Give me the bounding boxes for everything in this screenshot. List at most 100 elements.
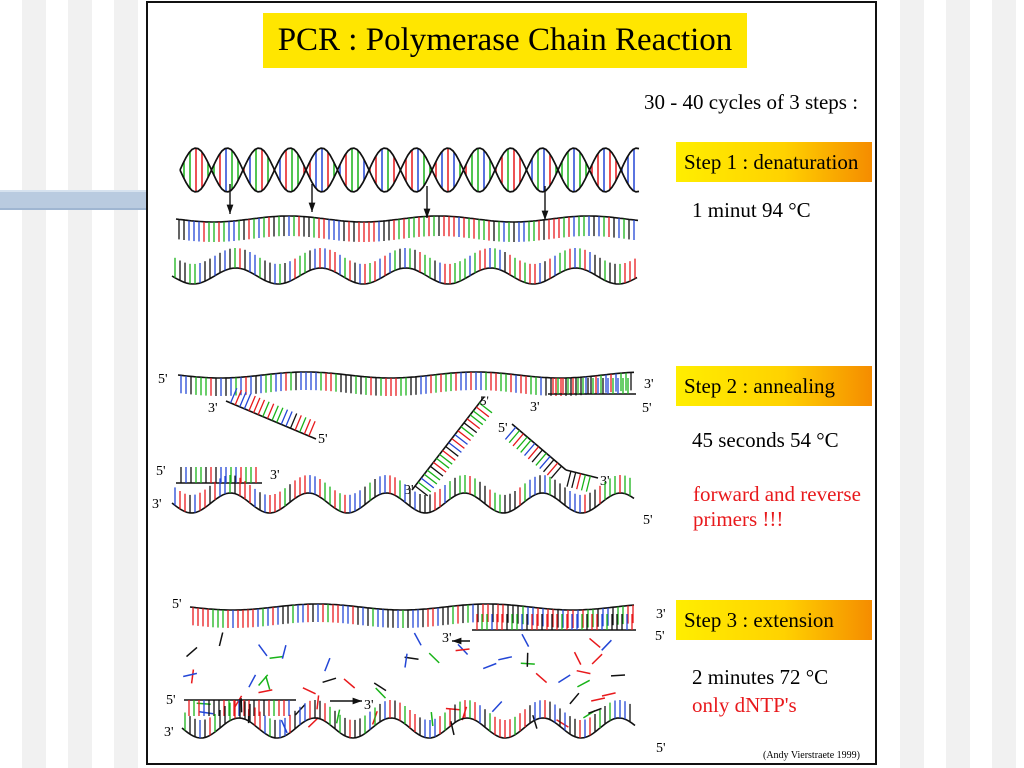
free-dntp [577,679,591,688]
separation-arrow-head [541,210,549,220]
free-dntp [498,656,513,661]
free-dntp [335,709,341,724]
step2-note-line1: forward and reverse [693,482,861,506]
end-label: 3' [442,631,452,646]
free-primer-falling-base [539,455,551,470]
free-dntp [280,719,288,734]
step2-conditions: 45 seconds 54 °C [692,428,839,452]
free-dntp [186,646,198,658]
free-dntp [265,675,271,690]
extension-template-top-backbone [189,603,635,611]
free-dntp [482,662,497,670]
free-primer-falling-base [516,436,528,450]
free-dntp [281,645,287,659]
free-dntp [199,711,214,715]
free-dntp [258,689,273,694]
primer-left-top-base [299,417,307,433]
free-dntp [430,712,434,727]
free-primer-falling-base [524,443,536,457]
primer-left-top-base [262,401,270,417]
separation-arrow-head [308,202,316,212]
end-label: 5' [656,741,666,756]
separation-arrow-head [423,208,431,218]
end-label: 3' [164,725,174,740]
primer-left-top-base [271,405,279,421]
free-primer-rising-base [457,430,471,442]
primer-left-top-base [303,419,312,435]
free-primer-falling-base [531,449,543,463]
free-dntp [589,637,601,648]
background-stripes-left [0,0,146,768]
free-primer-rising-base [463,422,478,434]
primer-left-top-base [280,409,289,425]
free-dntp [248,674,257,688]
primer-left-top-base [234,389,242,406]
cycles-subtitle: 30 - 40 cycles of 3 steps : [644,90,859,114]
title-text: PCR : Polymerase Chain Reaction [277,22,733,58]
free-primer-falling-base [535,452,547,466]
free-primer-falling-backbone [511,423,567,471]
free-dntp [455,648,470,652]
primer-left-top-base [308,421,316,437]
free-dntp [591,697,606,702]
free-primer-falling-tail-base [576,473,582,490]
end-label: 5' [318,432,328,447]
primer-left-top-base [289,413,298,429]
end-label: 5' [172,597,182,612]
free-primer-rising-base [454,434,468,445]
free-primer-rising-base [430,465,444,477]
free-primer-rising-base [448,442,462,453]
pcr-diagram: 5'3'3'5'3'5'3'5'5'3'5'3'3'5'5'3'3'5'5'3'… [152,147,666,756]
free-primer-rising-base [442,449,456,461]
step3-conditions: 2 minutes 72 °C [692,665,829,689]
primer-left-top-base [230,387,238,404]
end-label: 5' [655,629,665,644]
free-primer-rising-base [426,469,441,481]
free-dntp [307,716,320,728]
free-primer-falling-base [543,459,555,473]
free-dntp [521,633,530,647]
primer-left-top-base [257,399,266,415]
end-label: 3' [656,607,666,622]
free-dntp [491,700,503,713]
step1-conditions: 1 minut 94 °C [692,198,811,222]
free-primer-falling-base [520,439,532,453]
free-dntp [322,677,337,684]
extension-direction-arrow-bottom-head [352,697,362,705]
primer-left-top-base [294,415,302,431]
background-stripes-right [878,0,1024,768]
end-label: 5' [156,464,166,479]
free-dntp [591,653,603,665]
end-label: 3' [152,497,162,512]
slide-accent-bar [0,190,150,210]
helix-backbone-2 [179,147,640,193]
free-dntp [257,644,268,657]
step2-label: Step 2 : annealing [676,366,872,406]
denatured-strand-top-backbone [175,215,639,223]
separation-arrow-head [226,204,234,214]
primer-left-top-base [285,411,293,427]
free-primer-rising-base [439,453,453,465]
free-dntp [601,692,616,697]
free-dntp [601,639,612,651]
free-dntp [404,653,408,668]
free-primer-rising-base [466,418,481,430]
free-primer-rising-base [423,473,438,485]
free-primer-rising-base [460,426,474,438]
free-dntp [302,687,316,695]
free-primer-rising-base [445,445,459,457]
free-dntp [373,682,387,692]
free-dntp [258,674,269,686]
primer-left-top-base [248,395,256,411]
free-dntp [218,632,224,647]
primer-left-top-base [253,397,261,413]
free-dntp [183,672,198,678]
free-dntp [316,695,320,710]
free-dntp [556,719,569,728]
free-primer-rising-base [433,461,447,473]
free-dntp [445,707,460,711]
free-primer-rising-base [436,457,450,469]
end-label: 3' [364,698,374,713]
free-dntp [532,714,538,729]
end-label: 5' [643,513,653,528]
